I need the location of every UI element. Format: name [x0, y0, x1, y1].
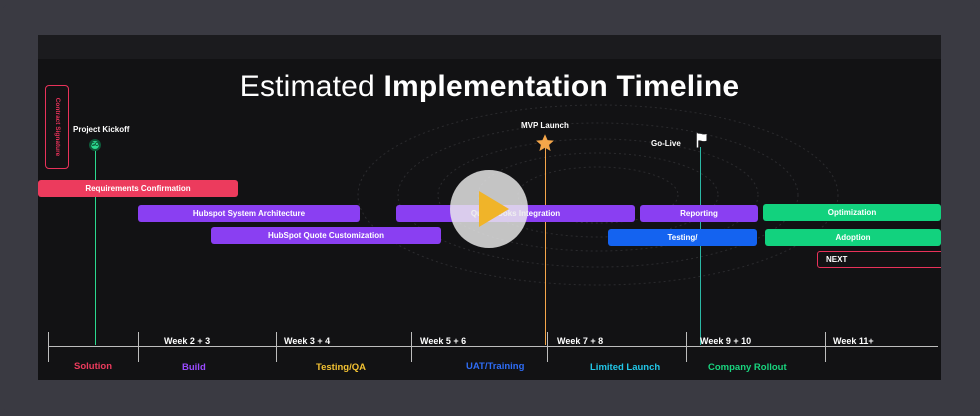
- video-player[interactable]: Estimated Implementation Timeline Contra…: [38, 35, 941, 380]
- video-top-bar: [38, 35, 941, 59]
- phase-company-rollout: Company Rollout: [708, 362, 787, 373]
- bar-label: Requirements Confirmation: [85, 184, 191, 193]
- flag-icon: [696, 133, 707, 148]
- week-label: Week 9 + 10: [700, 336, 752, 346]
- milestone-kickoff-line: [95, 147, 96, 345]
- title-bold: Implementation Timeline: [383, 70, 740, 103]
- axis-tick: [547, 332, 548, 362]
- bar-hubspot-quote-customization: HubSpot Quote Customization: [211, 227, 441, 244]
- axis-tick: [48, 332, 49, 362]
- timeline-axis: [48, 346, 938, 347]
- play-icon: [479, 191, 509, 227]
- week-label: Week 3 + 4: [284, 336, 331, 346]
- next-label: NEXT: [826, 255, 848, 264]
- next-box: NEXT: [817, 251, 941, 268]
- bar-label: Optimization: [827, 208, 877, 217]
- bar-testing: Testing/: [608, 229, 757, 246]
- milestone-golive-label: Go-Live: [651, 139, 681, 148]
- bar-requirements-confirmation: Requirements Confirmation: [38, 180, 238, 197]
- week-label: Week 11+: [833, 336, 874, 346]
- week-label: Week 5 + 6: [420, 336, 467, 346]
- title-light: Estimated: [239, 70, 384, 103]
- milestone-kickoff-label: Project Kickoff: [73, 125, 130, 134]
- bar-adoption: Adoption: [765, 229, 941, 246]
- axis-tick: [138, 332, 139, 362]
- star-icon: [536, 134, 554, 151]
- contract-signature-box: Contract Signature: [45, 85, 69, 169]
- phase-uat-training: UAT/Training: [466, 361, 525, 372]
- bar-label: Testing/: [667, 233, 698, 242]
- phase-build: Build: [182, 362, 206, 373]
- axis-tick: [825, 332, 826, 362]
- milestone-mvp-line: [545, 143, 546, 345]
- page-title: Estimated Implementation Timeline: [38, 70, 941, 104]
- play-button[interactable]: [450, 170, 528, 248]
- kickoff-go-icon: GO: [89, 139, 101, 151]
- bar-optimization: Optimization: [763, 204, 941, 221]
- phase-limited-launch: Limited Launch: [590, 362, 661, 373]
- axis-tick: [686, 332, 687, 362]
- contract-signature-label: Contract Signature: [54, 97, 61, 157]
- axis-tick: [411, 332, 412, 362]
- bar-reporting: Reporting: [640, 205, 758, 222]
- week-label: Week 7 + 8: [557, 336, 604, 346]
- week-label: Week 2 + 3: [164, 336, 211, 346]
- milestone-mvp-label: MVP Launch: [521, 121, 569, 130]
- bar-label: Adoption: [835, 233, 871, 242]
- phase-testing-qa: Testing/QA: [316, 362, 366, 373]
- bar-hubspot-system-architecture: Hubspot System Architecture: [138, 205, 360, 222]
- axis-tick: [276, 332, 277, 362]
- bar-label: HubSpot Quote Customization: [268, 231, 384, 240]
- bar-label: Reporting: [680, 209, 718, 218]
- phase-solution: Solution: [74, 361, 112, 372]
- milestone-golive-line: [700, 147, 701, 345]
- bar-label: Hubspot System Architecture: [192, 209, 306, 218]
